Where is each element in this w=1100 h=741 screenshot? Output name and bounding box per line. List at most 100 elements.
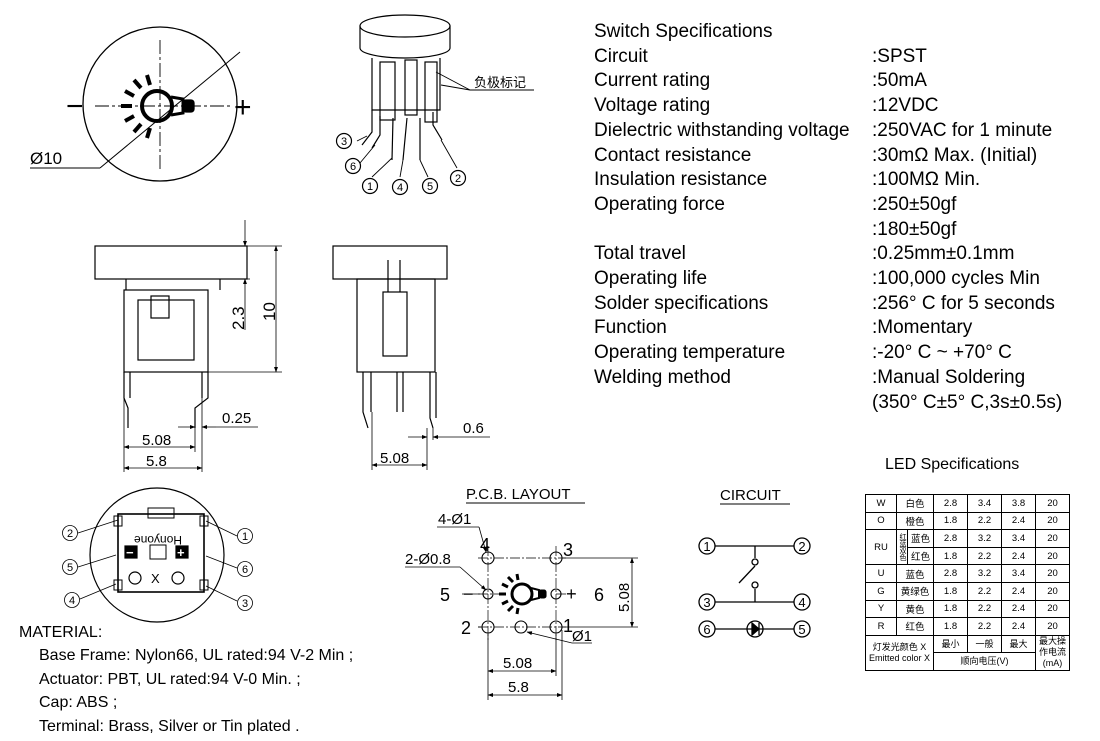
pcb-title: P.C.B. LAYOUT	[466, 486, 570, 503]
pcb-dim-w2: 5.8	[508, 679, 529, 696]
led-vf-min: 1.8	[933, 617, 969, 636]
diameter-label: Ø10	[30, 149, 62, 168]
led-cur-line1: 最大操	[1039, 636, 1067, 647]
spec-label: Solder specifications	[594, 292, 769, 314]
front-view	[94, 220, 282, 472]
spec-label: Function	[594, 317, 667, 339]
spec-row: Dielectric withstanding voltage:250VAC f…	[594, 119, 1062, 144]
led-code: RU	[865, 529, 897, 566]
pcb-lamp-icon	[499, 573, 547, 615]
led-current: 20	[1035, 599, 1071, 619]
spec-row: Welding method :Manual Soldering	[594, 366, 1062, 391]
iso-pin-2: 2	[455, 173, 461, 185]
spec-value: :250±50gf	[872, 193, 957, 215]
bottom-minus-label: −	[126, 545, 134, 560]
spec-value: :100,000 cycles Min	[872, 268, 1040, 290]
spec-row: Total travel:0.25mm±0.1mm	[594, 242, 1062, 267]
pcb-pin-2: 2	[461, 618, 471, 638]
spec-value: :Manual Soldering	[872, 366, 1026, 388]
pcb-pin-3: 3	[563, 540, 573, 560]
spec-label: Circuit	[594, 45, 648, 67]
led-current-header: 最大操 作电流 (mA)	[1035, 634, 1071, 671]
led-code: R	[865, 617, 897, 636]
led-row-y: Y 黄色 1.8 2.2 2.4 20	[865, 599, 1071, 619]
dim-5-8-front: 5.8	[146, 453, 167, 470]
led-vf-min: 1.8	[933, 581, 969, 601]
led-vf-typ: 3.2	[967, 529, 1003, 548]
led-vf-min: 2.8	[933, 529, 969, 548]
led-color: 白色	[895, 494, 935, 513]
spec-label: Operating life	[594, 268, 708, 290]
led-vf-min: 1.8	[933, 546, 969, 566]
bottom-pin-2: 2	[67, 528, 73, 540]
spec-row: :180±50gf	[594, 218, 1062, 243]
circuit-title: CIRCUIT	[720, 487, 781, 504]
led-vf-header: 顺向电压(V)	[933, 652, 1037, 671]
led-max-header: 最大	[1001, 634, 1037, 654]
led-color: 红色	[895, 617, 935, 636]
material-title: MATERIAL:	[19, 624, 103, 641]
led-vf-typ: 2.2	[967, 546, 1003, 566]
led-current: 20	[1035, 511, 1071, 531]
led-code: U	[865, 564, 897, 583]
dim-5-08-front: 5.08	[142, 432, 171, 449]
led-row-r: R 红色 1.8 2.2 2.4 20	[865, 617, 1071, 636]
circuit-schematic	[698, 537, 811, 638]
spec-value: :Momentary	[872, 317, 973, 339]
material-section: MATERIAL: Base Frame: Nylon66, UL rated:…	[19, 621, 353, 738]
spec-label: Operating force	[594, 193, 725, 215]
pcb-plus: +	[566, 584, 577, 604]
spec-row: Circuit:SPST	[594, 45, 1062, 70]
pcb-layout	[405, 526, 638, 700]
led-vf-max: 2.4	[1001, 511, 1037, 531]
dim-5-08-right: 5.08	[380, 450, 409, 467]
switch-specifications: Switch Specifications Circuit:SPST Curre…	[594, 20, 1062, 415]
led-row-ru-a: RU 红蓝双色 蓝色 2.8 3.2 3.4 20	[865, 529, 1071, 566]
spec-row: Function :Momentary	[594, 316, 1062, 341]
iso-pin-3: 3	[341, 136, 347, 148]
led-current: 20	[1035, 617, 1071, 636]
led-vf-max: 3.4	[1001, 529, 1037, 548]
led-spec-title: LED Specifications	[885, 456, 1020, 473]
led-vf-max: 2.4	[1001, 581, 1037, 601]
top-plus-label: +	[234, 91, 252, 124]
led-vf-typ: 2.2	[967, 599, 1003, 619]
led-row-w: W 白色 2.8 3.4 3.8 20	[865, 494, 1071, 513]
spec-row: Solder specifications:256° C for 5 secon…	[594, 292, 1062, 317]
pcb-holes-4: 4-Ø1	[438, 511, 471, 528]
spec-label: Welding method	[594, 366, 731, 388]
led-color: 黄色	[895, 599, 935, 619]
led-color: 黄绿色	[895, 581, 935, 601]
top-view	[30, 26, 241, 182]
led-vf-max: 2.4	[1001, 546, 1037, 566]
led-row-ru-b: 红色 1.8 2.2 2.4 20	[866, 546, 1071, 566]
isometric-view	[335, 14, 534, 196]
bottom-view	[62, 487, 253, 623]
iso-pin-4: 4	[397, 182, 403, 194]
led-typ-header: 一般	[967, 634, 1003, 654]
right-view	[332, 245, 490, 470]
led-vf-min: 1.8	[933, 599, 969, 619]
led-vf-max: 2.4	[1001, 599, 1037, 619]
cathode-mark-label: 负极标记	[474, 75, 526, 90]
bottom-plus-label: +	[177, 545, 185, 560]
pcb-dim-w1: 5.08	[503, 655, 532, 672]
led-code: Y	[865, 599, 897, 619]
led-emitted-color-header: 灯发光颜色 X Emitted color X	[864, 634, 935, 671]
led-row-g: G 黄绿色 1.8 2.2 2.4 20	[865, 581, 1071, 601]
spec-row: Voltage rating:12VDC	[594, 94, 1062, 119]
circuit-pin-3: 3	[703, 595, 710, 610]
pcb-pin-6: 6	[594, 585, 604, 605]
led-current: 20	[1035, 581, 1071, 601]
spec-label: Total travel	[594, 243, 686, 265]
led-row-o: O 橙色 1.8 2.2 2.4 20	[865, 511, 1071, 531]
material-item: Cap: ABS ;	[39, 694, 118, 712]
bottom-pin-4: 4	[69, 595, 75, 607]
circuit-pin-6: 6	[703, 622, 710, 637]
led-vf-typ: 3.2	[967, 564, 1003, 583]
material-item: Base Frame: Nylon66, UL rated:94 V-2 Min…	[39, 647, 354, 665]
dim-10: 10	[260, 302, 279, 321]
spec-label: Dielectric withstanding voltage	[594, 119, 850, 141]
led-emit-cn: 灯发光颜色 X	[872, 641, 927, 652]
